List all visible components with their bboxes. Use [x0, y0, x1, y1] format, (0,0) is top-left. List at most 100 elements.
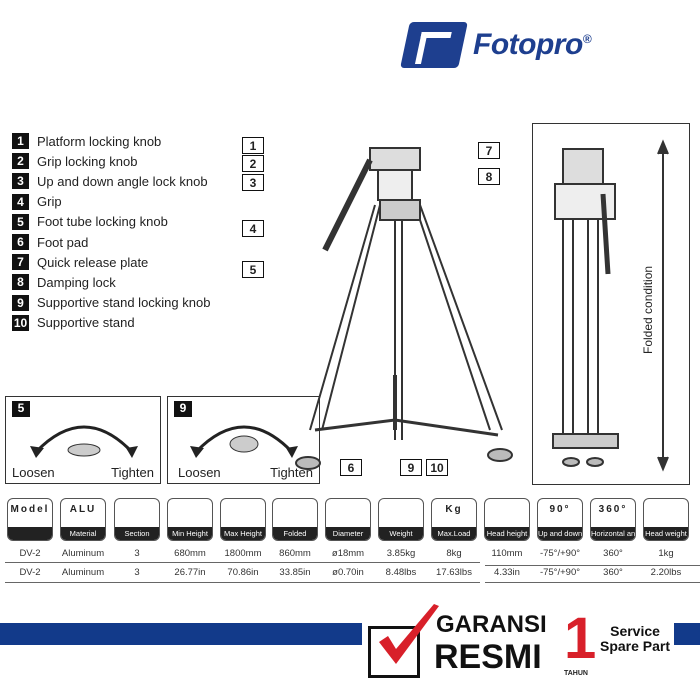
folded-condition-panel: Folded condition [532, 123, 690, 485]
callout-6: 6 [340, 459, 362, 476]
rotate-arrow-icon [30, 425, 138, 458]
legend-item: 7 Quick release plate [12, 252, 210, 272]
spec-header-label [8, 527, 52, 540]
legend-label: Damping lock [37, 274, 116, 290]
legend-label: Platform locking knob [37, 133, 162, 149]
detail-number: 5 [12, 401, 30, 417]
spec-header-icon: 360° [598, 504, 628, 515]
brand-band-left [0, 623, 362, 645]
spec-cell: Aluminum [61, 567, 105, 578]
brand-band-right [674, 623, 700, 645]
legend-label: Up and down angle lock knob [37, 173, 208, 189]
legend-number: 7 [12, 254, 29, 271]
spec-cell: 3 [134, 567, 140, 578]
callout-5: 5 [242, 261, 264, 278]
logo-mark-icon [400, 22, 468, 68]
tripod-illustration [295, 147, 513, 470]
detail-foot-tube-knob: 5 Loosen Tighten [5, 396, 161, 484]
spec-header: Model [7, 498, 53, 541]
folded-tripod-illustration [552, 139, 669, 472]
spec-header: Head height [484, 498, 530, 541]
loosen-label: Loosen [178, 465, 221, 480]
spec-header: Max Height [220, 498, 266, 541]
spec-header: Weight [378, 498, 424, 541]
legend-label: Supportive stand locking knob [37, 295, 211, 311]
spare-part-text: Spare Part [600, 638, 671, 654]
callout-2: 2 [242, 155, 264, 172]
spec-cell: 110mm [491, 548, 523, 559]
legend-item: 9 Supportive stand locking knob [12, 293, 210, 313]
spec-header: Diameter [325, 498, 371, 541]
callout-1: 1 [242, 137, 264, 154]
spec-cell: 1800mm [224, 548, 262, 559]
legend-label: Foot pad [37, 234, 89, 250]
callout-9: 9 [400, 459, 422, 476]
spec-header: Min Height [167, 498, 213, 541]
spec-header-icon: Model [10, 504, 50, 515]
callout-10: 10 [426, 459, 448, 476]
spec-cell: 26.77in [174, 567, 206, 578]
spec-header: ALU Material [60, 498, 106, 541]
legend-number: 2 [12, 153, 29, 170]
legend-label: Grip [37, 194, 62, 210]
rotate-arrow-icon [190, 425, 298, 458]
legend-number: 8 [12, 274, 29, 291]
legend-number: 1 [12, 133, 29, 150]
spec-header-icon: 90° [549, 504, 571, 515]
callout-4: 4 [242, 220, 264, 237]
spec-cell: 17.63lbs [436, 567, 472, 578]
legend-number: 3 [12, 173, 29, 190]
spec-header-label: Max.Load [432, 527, 476, 540]
tighten-label: Tighten [270, 465, 313, 480]
spec-cell: 4.33in [494, 567, 520, 578]
spec-cell: -75°/+90° [539, 548, 581, 559]
spec-header-label: Head height [485, 527, 529, 540]
warranty-years: 1 [564, 606, 597, 671]
spec-header-label: Folded [273, 527, 317, 540]
spec-cell: 360° [603, 548, 623, 559]
spec-header-label: Section [115, 527, 159, 540]
tighten-label: Tighten [111, 465, 154, 480]
spec-cell: 860mm [279, 548, 311, 559]
spec-header-label: Material [61, 527, 105, 540]
spec-cell: Aluminum [61, 548, 105, 559]
spec-cell: DV-2 [19, 567, 41, 578]
spec-header-label: Head weight [644, 527, 688, 540]
spec-cell: 8.48lbs [385, 567, 417, 578]
legend-number: 9 [12, 294, 29, 311]
legend-item: 1 Platform locking knob [12, 131, 210, 151]
garansi-text: GARANSI [436, 611, 547, 638]
spec-header-label: Diameter [326, 527, 370, 540]
legend-item: 3 Up and down angle lock knob [12, 171, 210, 191]
brand-logo: Fotopro® [400, 22, 592, 68]
spec-header-label: Weight [379, 527, 423, 540]
spec-header-label: Min Height [168, 527, 212, 540]
legend-item: 10 Supportive stand [12, 313, 210, 333]
detail-stand-knob: 9 Loosen Tighten [167, 396, 320, 484]
legend-label: Supportive stand [37, 315, 135, 331]
spec-header: Head weight [643, 498, 689, 541]
spec-cell: 3 [134, 548, 140, 559]
spec-cell: 8kg [446, 548, 462, 559]
spec-cell: 33.85in [279, 567, 311, 578]
legend-item: 8 Damping lock [12, 272, 210, 292]
spec-cell: 3.85kg [386, 548, 416, 559]
spec-header-icon: ALU [69, 504, 97, 515]
spec-cell: -75°/+90° [539, 567, 581, 578]
checkmark-icon [379, 604, 439, 664]
loosen-label: Loosen [12, 465, 55, 480]
folded-condition-label: Folded condition [641, 265, 655, 354]
legend-label: Foot tube locking knob [37, 214, 168, 230]
service-text: Service [610, 623, 660, 639]
legend-number: 10 [12, 314, 29, 331]
detail-number: 9 [174, 401, 192, 417]
spec-cell: 70.86in [227, 567, 259, 578]
spec-cell: 2.20lbs [650, 567, 682, 578]
legend-label: Quick release plate [37, 254, 149, 270]
registered-mark: ® [582, 32, 592, 46]
spec-header: 360°Horizontal angle [590, 498, 636, 541]
